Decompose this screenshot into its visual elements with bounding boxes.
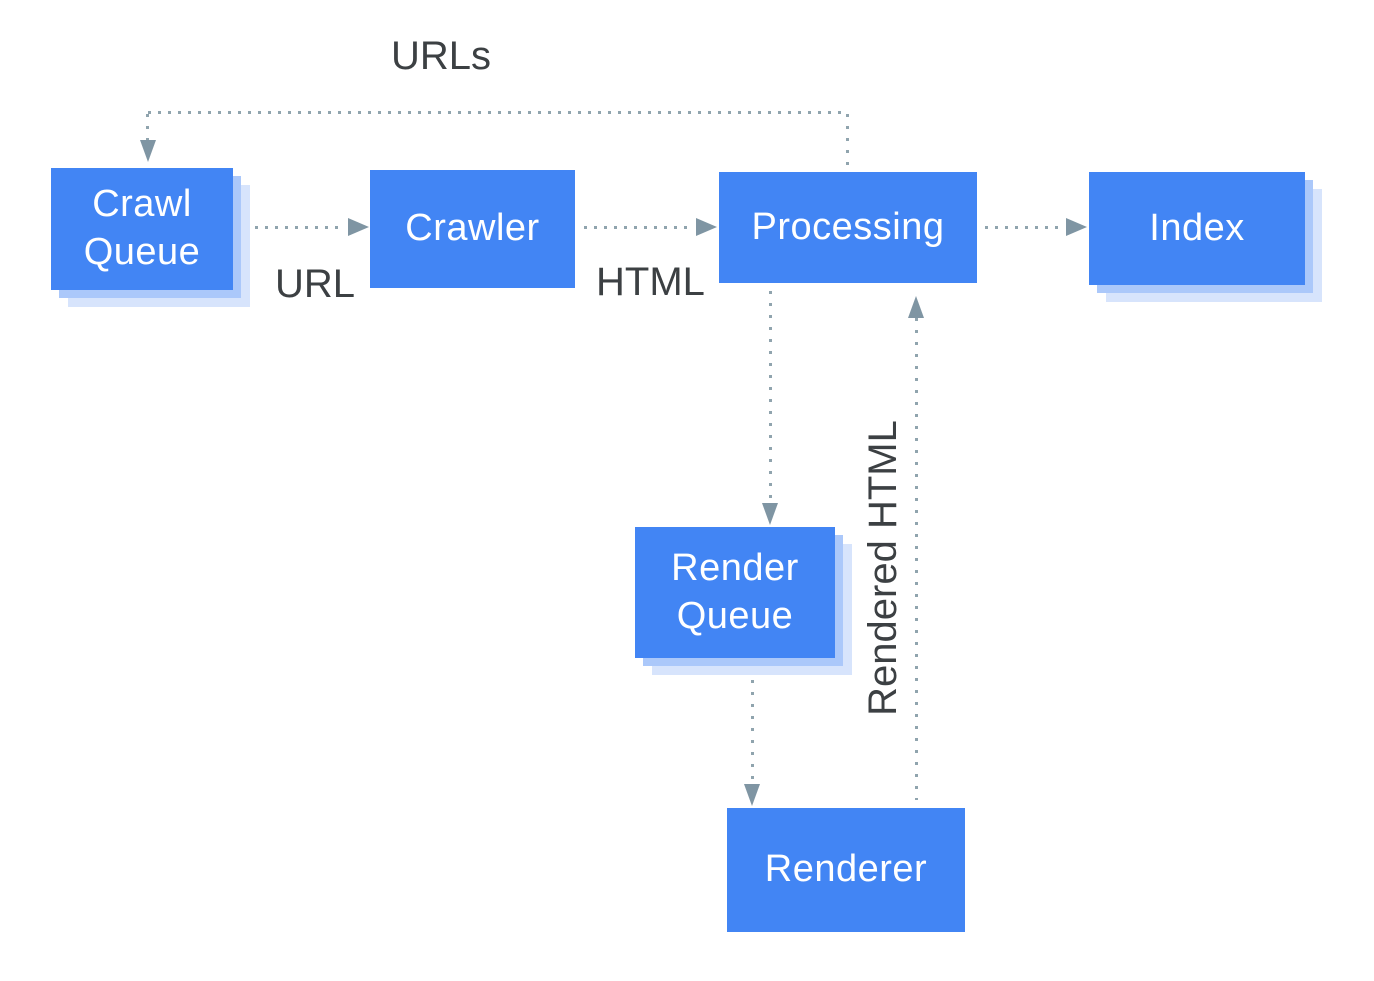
arrowhead-down-icon xyxy=(140,140,156,162)
edge-label-html: HTML xyxy=(596,260,705,304)
arrowhead-right-icon xyxy=(1066,218,1087,236)
node-label: Processing xyxy=(751,205,945,248)
connector-feedback-vertical-right xyxy=(846,114,849,172)
node-label: Renderer xyxy=(764,848,928,891)
edge-label-urls: URLs xyxy=(391,34,492,78)
node-label: Index xyxy=(1149,206,1245,249)
connector-feedback-vertical-left xyxy=(146,114,149,140)
node-label: Crawl Queue xyxy=(83,183,201,273)
arrowhead-right-icon xyxy=(696,218,717,236)
connector-renderqueue-renderer xyxy=(751,680,754,780)
arrowhead-down-icon xyxy=(762,503,778,525)
edge-label-url: URL xyxy=(275,262,356,306)
connector-feedback-horizontal xyxy=(148,111,848,114)
arrowhead-down-icon xyxy=(744,784,760,806)
node-index: Index xyxy=(1089,172,1305,285)
connector-processing-index xyxy=(985,226,1064,229)
arrowhead-up-icon xyxy=(908,296,924,318)
connector-crawlqueue-crawler xyxy=(245,226,345,229)
node-label: Crawler xyxy=(405,207,540,250)
node-renderer: Renderer xyxy=(727,808,965,932)
connector-crawler-processing xyxy=(584,226,694,229)
node-label: Render Queue xyxy=(671,546,799,637)
node-render-queue: Render Queue xyxy=(635,527,835,658)
arrowhead-right-icon xyxy=(348,218,369,236)
connector-processing-renderqueue xyxy=(769,291,772,499)
node-crawl-queue: Crawl Queue xyxy=(51,168,233,290)
node-processing: Processing xyxy=(719,172,977,283)
connector-renderer-processing xyxy=(915,318,918,800)
edge-label-rendered-html: Rendered HTML xyxy=(861,420,905,716)
node-crawler: Crawler xyxy=(370,170,575,288)
